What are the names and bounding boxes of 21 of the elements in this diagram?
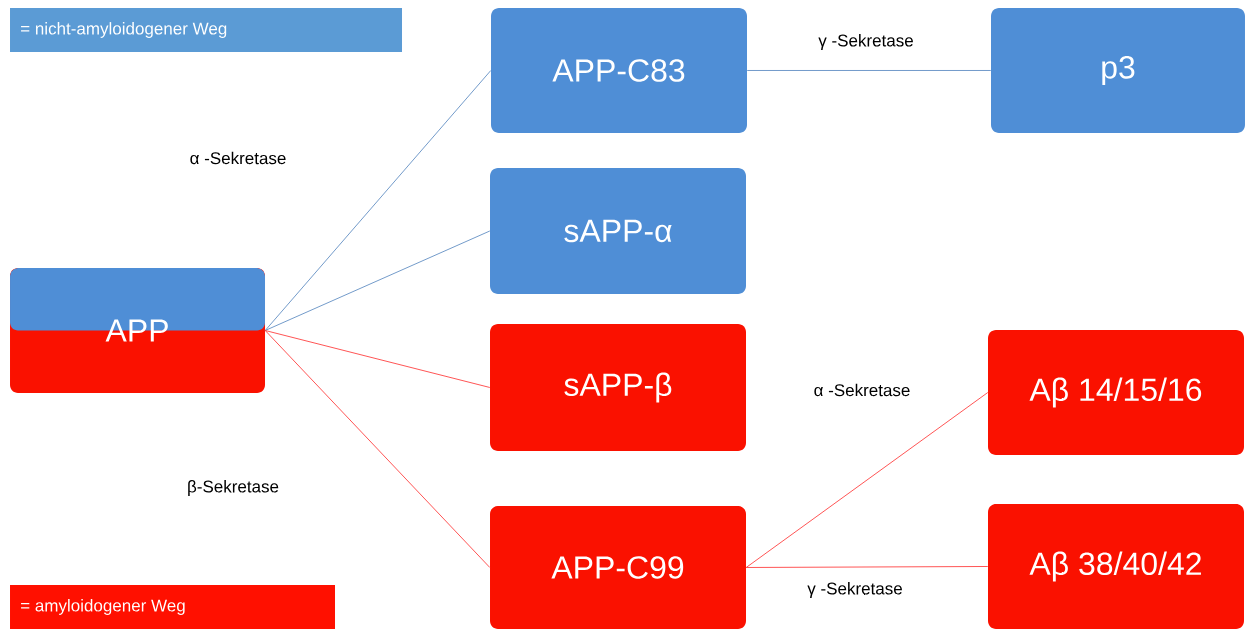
edge-label: γ -Sekretase: [817, 33, 915, 51]
edge-label: α -Sekretase: [812, 382, 912, 398]
process-box: APP-C99: [490, 506, 746, 629]
process-box: p3: [991, 8, 1245, 133]
connector-line: [745, 566, 989, 568]
legend-text: = amyloidogener Weg: [21, 599, 185, 615]
connector-line: [264, 230, 491, 331]
enzyme-label: α -Sekretase: [190, 151, 286, 165]
connector-line: [746, 70, 992, 71]
process-box: Aβ 14/15/16: [988, 330, 1244, 455]
process-box: Aβ 38/40/42: [988, 504, 1244, 629]
edge-label: γ -Sekretase: [806, 581, 904, 599]
connector-line: [264, 70, 492, 331]
connector-line: [264, 330, 491, 388]
enzyme-label: β-Sekretase: [188, 480, 279, 496]
process-box: APP-C83: [491, 8, 747, 133]
legend-text: = nicht-amyloidogener Weg: [21, 22, 227, 38]
process-box: sAPP-α: [490, 168, 746, 294]
connector-line: [745, 392, 989, 568]
connector-line: [264, 330, 491, 568]
process-box: sAPP-β: [490, 324, 746, 451]
